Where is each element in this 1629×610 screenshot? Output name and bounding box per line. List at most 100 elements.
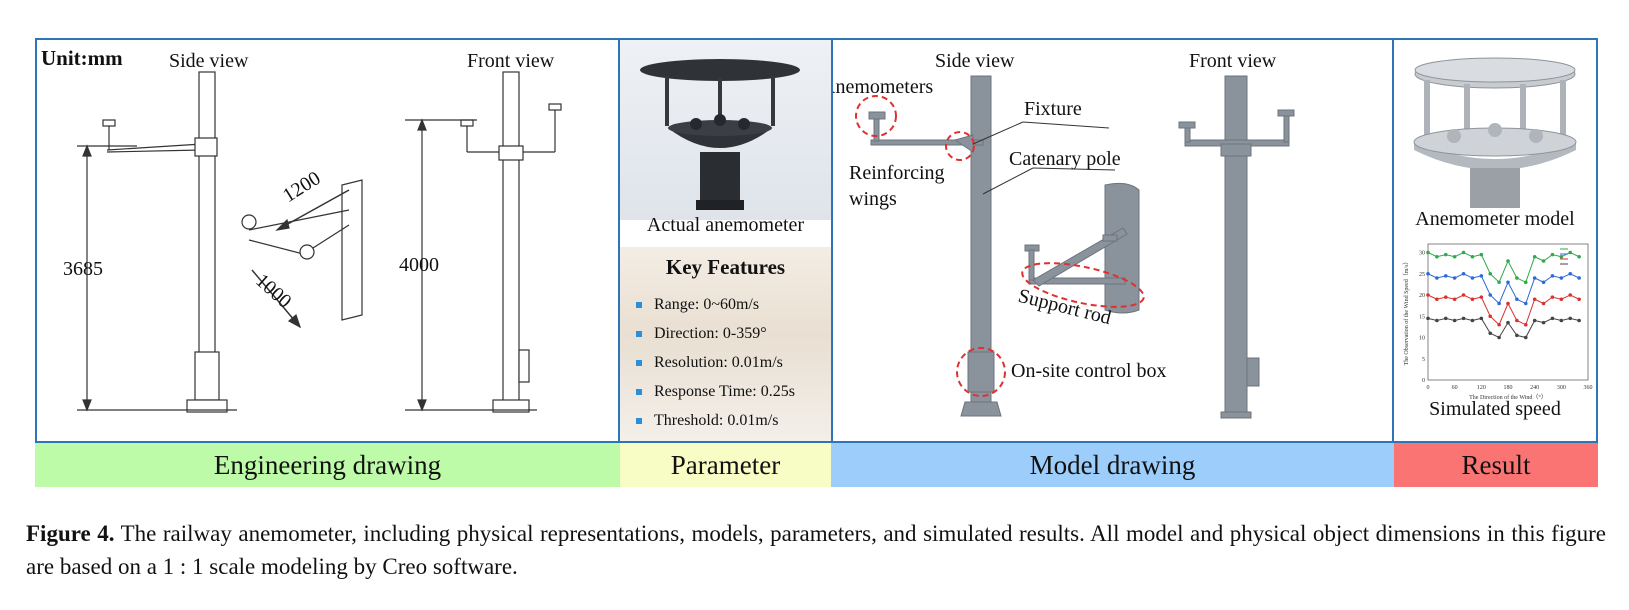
- data-point: [1568, 293, 1573, 297]
- data-point: [1443, 295, 1448, 299]
- data-point: [1550, 316, 1555, 321]
- actual-anemometer-caption: Actual anemometer: [646, 214, 805, 236]
- parameter-panel: Actual anemometer Key Features Range: 0~…: [618, 38, 833, 443]
- data-point: [1452, 297, 1457, 302]
- y-axis-label: The Observation of the Wind Speed（m/s）: [1403, 259, 1410, 366]
- data-point: [1470, 254, 1475, 259]
- data-point: [1435, 318, 1439, 323]
- bullet-icon: [636, 360, 642, 366]
- engineering-drawing-lines: [77, 71, 562, 413]
- data-point: [1515, 318, 1519, 323]
- data-point: [1541, 320, 1546, 325]
- wings-label: wings: [849, 188, 897, 210]
- dimension-4000: 4000: [399, 254, 439, 276]
- y-tick-label: 0: [1422, 378, 1425, 384]
- x-tick-label: 120: [1477, 385, 1486, 391]
- data-point: [1559, 254, 1564, 259]
- data-point: [1435, 276, 1439, 280]
- data-point: [1532, 297, 1537, 302]
- data-point: [1559, 318, 1564, 323]
- data-point: [1497, 301, 1501, 306]
- band-parameter: Parameter: [620, 443, 831, 487]
- data-point: [1426, 316, 1430, 321]
- anemometer-photo-drawing: [640, 59, 800, 210]
- data-point: [1515, 297, 1519, 302]
- data-point: [1497, 322, 1501, 327]
- feature-item: Response Time: 0.25s: [636, 382, 795, 411]
- data-point: [1443, 316, 1448, 321]
- data-point: [1435, 254, 1439, 259]
- x-tick-label: 360: [1584, 385, 1593, 391]
- engineering-drawing-panel: Unit:mm Side view Front view 3685 4000 1…: [35, 38, 620, 443]
- data-point: [1452, 276, 1457, 280]
- data-point: [1479, 316, 1484, 321]
- data-point: [1568, 250, 1573, 255]
- data-point: [1479, 252, 1484, 257]
- x-tick-label: 180: [1504, 385, 1513, 391]
- data-point: [1559, 297, 1564, 302]
- data-point: [1568, 271, 1573, 276]
- data-point: [1532, 254, 1537, 259]
- data-point: [1479, 274, 1484, 278]
- data-point: [1488, 293, 1493, 297]
- data-point: [1461, 316, 1466, 321]
- anemometer-photo: [620, 40, 831, 220]
- data-point: [1479, 295, 1484, 299]
- data-point: [1550, 274, 1555, 278]
- feature-item: Resolution: 0.01m/s: [636, 353, 795, 382]
- dimension-3685: 3685: [63, 258, 103, 280]
- anemometer-model-label: Anemometer model: [1415, 208, 1575, 230]
- data-point: [1443, 252, 1448, 257]
- data-point: [1470, 276, 1475, 280]
- data-point: [1568, 316, 1573, 321]
- figure-label: Figure 4.: [26, 521, 115, 546]
- data-point: [1559, 276, 1564, 280]
- y-tick-label: 20: [1419, 293, 1425, 299]
- side-control-box: [194, 351, 220, 401]
- data-point: [1541, 280, 1546, 285]
- band-result: Result: [1394, 443, 1598, 487]
- bullet-icon: [636, 302, 642, 308]
- data-point: [1488, 314, 1493, 319]
- data-point: [1488, 331, 1493, 336]
- data-point: [1426, 293, 1430, 297]
- plot-area: [1427, 243, 1589, 381]
- data-point: [1452, 318, 1457, 323]
- unit-label: Unit:mm: [41, 46, 123, 70]
- fixture-label: Fixture: [1024, 98, 1082, 120]
- key-features-box: Key Features Range: 0~60m/s Direction: 0…: [620, 247, 831, 441]
- data-point: [1523, 301, 1528, 306]
- data-point: [1497, 280, 1501, 285]
- data-point: [1532, 318, 1537, 323]
- feature-item: Range: 0~60m/s: [636, 295, 795, 324]
- key-features-title: Key Features: [665, 255, 786, 279]
- y-tick-label: 25: [1419, 272, 1425, 278]
- y-tick-label: 10: [1419, 336, 1425, 342]
- data-point: [1523, 335, 1528, 340]
- front-pole: [502, 71, 520, 411]
- y-tick-label: 5: [1422, 357, 1425, 363]
- data-point: [1452, 254, 1457, 259]
- data-point: [1470, 318, 1475, 323]
- model-front-pole: [1224, 75, 1248, 417]
- x-tick-label: 60: [1452, 385, 1458, 391]
- x-axis-label: The Direction of the Wind（°）: [1469, 394, 1547, 401]
- anemometer-model-drawing: [1413, 57, 1577, 208]
- data-point: [1443, 274, 1448, 278]
- data-point: [1488, 271, 1493, 276]
- data-point: [1541, 259, 1546, 263]
- data-point: [1506, 301, 1510, 306]
- data-point: [1506, 259, 1510, 263]
- y-tick-label: 30: [1419, 251, 1425, 257]
- data-point: [1577, 297, 1581, 302]
- front-view-label: Front view: [467, 50, 555, 72]
- bullet-icon: [636, 389, 642, 395]
- data-point: [1523, 280, 1528, 285]
- data-point: [1461, 250, 1466, 255]
- model-front-view-label: Front view: [1189, 50, 1277, 72]
- model-side-view-label: Side view: [935, 50, 1015, 72]
- figure-caption-text: The railway anemometer, including physic…: [26, 521, 1607, 579]
- data-point: [1515, 333, 1519, 338]
- reinforcing-label: Reinforcing: [849, 162, 945, 184]
